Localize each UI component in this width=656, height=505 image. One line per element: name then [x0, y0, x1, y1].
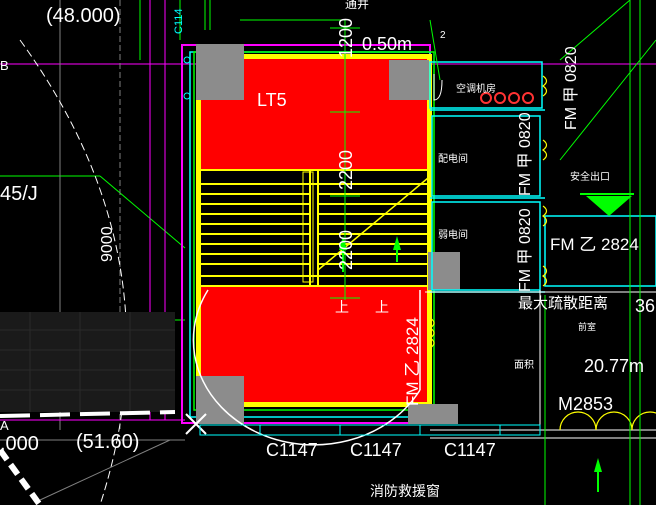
columns [196, 44, 460, 424]
window-strips [199, 424, 541, 436]
exit-arrow-bottom [594, 458, 602, 492]
max-evac-value: 36 [635, 296, 655, 316]
stair-up-left: 上 [335, 299, 349, 315]
axis-top-label: (48.000) [46, 5, 121, 27]
room-id: LT5 [257, 90, 287, 110]
safety-exit-sign [580, 193, 634, 216]
grid-label-b: B [0, 58, 9, 73]
fm-yi-right: FM 乙 2824 [550, 235, 639, 254]
window-c3: C1147 [444, 440, 496, 460]
weak-room-label: 弱电间 [438, 228, 468, 241]
anteroom-label: 前室 [578, 321, 596, 332]
wall-green-edge [193, 51, 435, 411]
ac-unit-circles [480, 92, 534, 104]
ac-fitting [433, 74, 443, 101]
fm-jia-low: FM 甲 0820 [517, 208, 534, 292]
stair-up-right: 上 [375, 299, 389, 315]
door-swing-arc [192, 289, 421, 446]
hatch-area [0, 312, 175, 412]
x-marker [185, 413, 207, 435]
area-label: 面积 [514, 359, 534, 371]
door-arcs-bottom [559, 411, 656, 431]
walls [196, 54, 432, 407]
area-value: 20.77m [584, 356, 644, 376]
fm-jia-mid: FM 甲 0820 [517, 112, 534, 196]
window-c1: C1147 [266, 440, 318, 460]
right-lines [429, 0, 656, 505]
dimension-2200-a: 2200 [336, 150, 356, 190]
top-note: 通井 [345, 0, 369, 11]
door-m2853: M2853 [558, 394, 613, 414]
staircase [199, 169, 429, 287]
ac-room-label: 空调机房 [456, 82, 496, 95]
elec-room-label: 配电间 [438, 152, 468, 165]
fm-jia-top: FM 甲 0820 [563, 46, 580, 130]
rescue-window-label: 消防救援窗 [370, 483, 440, 499]
window-c2: C1147 [350, 440, 402, 460]
right-walls [425, 290, 656, 439]
dimensions [179, 0, 360, 300]
column-tag: C114 [173, 9, 185, 34]
axis-bottom-left-label: .000 [0, 433, 39, 455]
safety-exit-label: 安全出口 [570, 170, 610, 183]
dimension-9000: 9000 [99, 226, 116, 262]
fm-yi-vertical: FM 乙 2824 [403, 317, 422, 406]
dimension-1200: 1200 [336, 18, 356, 58]
max-evac-label: 最大疏散距离 [518, 295, 608, 312]
left-text: 45/J [0, 183, 38, 205]
dimension-2200-b: 2200 [336, 230, 356, 270]
right-rooms [429, 61, 656, 293]
fm-door-swings [428, 75, 548, 349]
bottom-left-dashed [0, 410, 176, 505]
grid-bubbles [183, 56, 191, 100]
grid-label-a: A [0, 418, 9, 433]
elevation-label: 0.50m [362, 34, 412, 54]
axis-bottom-label: (51.60) [76, 431, 139, 453]
small-2: 2 [440, 30, 446, 41]
